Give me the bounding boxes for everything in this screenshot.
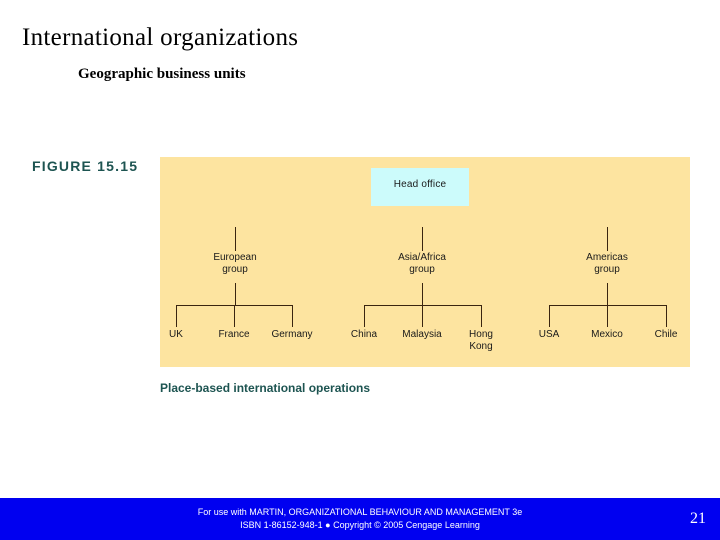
group-stub-line (422, 227, 423, 251)
country-label: Germany (271, 329, 313, 340)
footer-bar: For use with MARTIN, ORGANIZATIONAL BEHA… (0, 498, 720, 540)
page-number: 21 (690, 510, 706, 527)
country-drop-line (666, 305, 667, 327)
group-stub-line (235, 227, 236, 251)
head-office-box: Head office (371, 168, 469, 206)
footer-line-1: For use with MARTIN, ORGANIZATIONAL BEHA… (197, 507, 523, 517)
group-riser-line (422, 283, 423, 306)
head-office-label: Head office (393, 179, 447, 190)
country-label: Mexico (591, 329, 623, 340)
footer-line-2: ISBN 1-86152-948-1 ● Copyright © 2005 Ce… (240, 520, 480, 530)
figure-caption: Place-based international operations (160, 381, 371, 395)
page-title: International organizations (22, 24, 299, 51)
country-label: Chile (654, 329, 678, 340)
country-drop-line (364, 305, 365, 327)
country-label: USA (538, 329, 560, 340)
group-riser-line (607, 283, 608, 306)
slide-subtitle: Geographic business units (78, 66, 246, 82)
country-drop-line (176, 305, 177, 327)
figure-label: FIGURE 15.15 (32, 158, 139, 174)
country-label: France (218, 329, 250, 340)
country-drop-line (292, 305, 293, 327)
country-label: UK (169, 329, 183, 340)
country-drop-line (234, 305, 235, 327)
group-stub-line (607, 227, 608, 251)
country-label: Malaysia (402, 329, 442, 340)
country-drop-line (481, 305, 482, 327)
country-drop-line (549, 305, 550, 327)
country-label: China (350, 329, 378, 340)
country-drop-line (607, 305, 608, 327)
group-riser-line (235, 283, 236, 306)
footer-copyright: For use with MARTIN, ORGANIZATIONAL BEHA… (0, 506, 720, 532)
country-drop-line (422, 305, 423, 327)
